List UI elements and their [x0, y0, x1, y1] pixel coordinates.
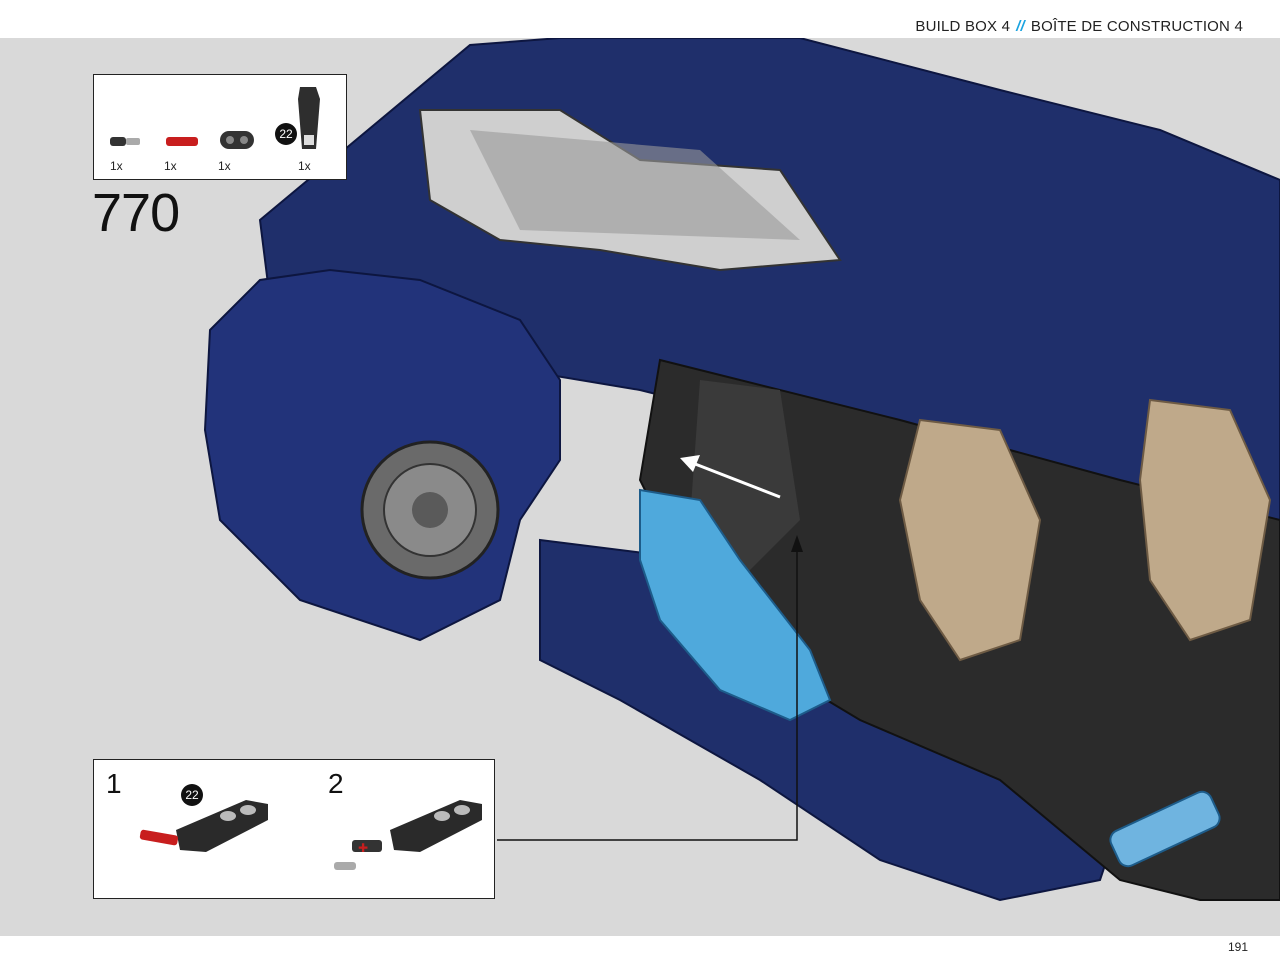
- callout-badge: 22: [181, 784, 203, 806]
- part-qty: 1x: [164, 159, 177, 173]
- part-liftarm: [218, 127, 258, 153]
- part-axle-connector: [108, 133, 144, 151]
- part-qty: 1x: [298, 159, 311, 173]
- step-number: 770: [92, 183, 180, 243]
- part-qty: 1x: [218, 159, 231, 173]
- red-pin-icon: [166, 137, 198, 146]
- axle-connector-icon: [110, 137, 140, 146]
- part-panel: [294, 83, 324, 153]
- build-box-en: BUILD BOX 4: [915, 18, 1011, 35]
- parts-list-box: 1x 1x 1x 22 1x: [93, 74, 347, 180]
- page-header: BUILD BOX 4 // BOÎTE DE CONSTRUCTION 4: [0, 0, 1280, 38]
- liftarm-icon: [220, 131, 254, 149]
- panel-icon: [298, 87, 320, 149]
- part-red-pin: [164, 133, 200, 151]
- build-box-label: BUILD BOX 4 // BOÎTE DE CONSTRUCTION 4: [915, 18, 1243, 35]
- substep-number-1: 1: [106, 768, 122, 799]
- svg-text:✚: ✚: [358, 841, 368, 855]
- connector-assembly-icon: ✚: [334, 800, 482, 870]
- connector-assembly-icon: [139, 800, 268, 852]
- substep-1-illustration: [136, 790, 276, 862]
- header-separator: //: [1016, 18, 1025, 35]
- page-footer: 191: [0, 936, 1280, 974]
- substep-number-2: 2: [328, 768, 344, 799]
- car-model-illustration: [203, 38, 1280, 902]
- callout-badge: 22: [275, 123, 297, 145]
- build-box-fr: BOÎTE DE CONSTRUCTION 4: [1030, 18, 1243, 35]
- page-number: 191: [1227, 940, 1248, 954]
- part-qty: 1x: [110, 159, 123, 173]
- substep-2-illustration: ✚: [330, 790, 490, 880]
- substep-box: 1 22 2 ✚: [93, 759, 495, 899]
- build-illustration: [0, 38, 1280, 936]
